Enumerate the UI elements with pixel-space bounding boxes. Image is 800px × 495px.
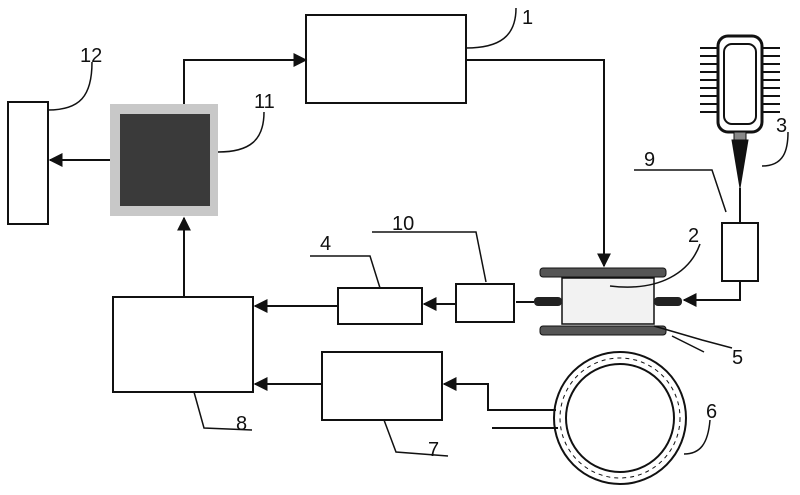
box-8 [112,296,254,393]
label-1: 1 [522,7,534,29]
label-5: 5 [732,347,744,369]
box-7 [321,351,443,421]
label-6: 6 [706,401,718,423]
label-12: 12 [80,45,103,67]
box-9 [721,222,759,282]
label-10: 10 [392,213,415,235]
label-11: 11 [254,91,275,113]
sensor-device-icon [700,34,780,223]
leader-lines [47,7,789,457]
connections [48,53,741,429]
sample-holder [534,267,682,336]
box-4 [337,287,423,325]
label-4: 4 [320,233,332,255]
label-8: 8 [236,413,248,435]
electrode-ring [553,351,687,485]
box-1 [305,14,467,104]
label-7: 7 [428,439,440,461]
label-9: 9 [644,149,656,171]
label-2: 2 [688,225,700,247]
label-3: 3 [776,115,788,137]
microcontroller-chip-icon [110,104,218,216]
box-12 [7,101,49,225]
box-10 [455,283,515,323]
